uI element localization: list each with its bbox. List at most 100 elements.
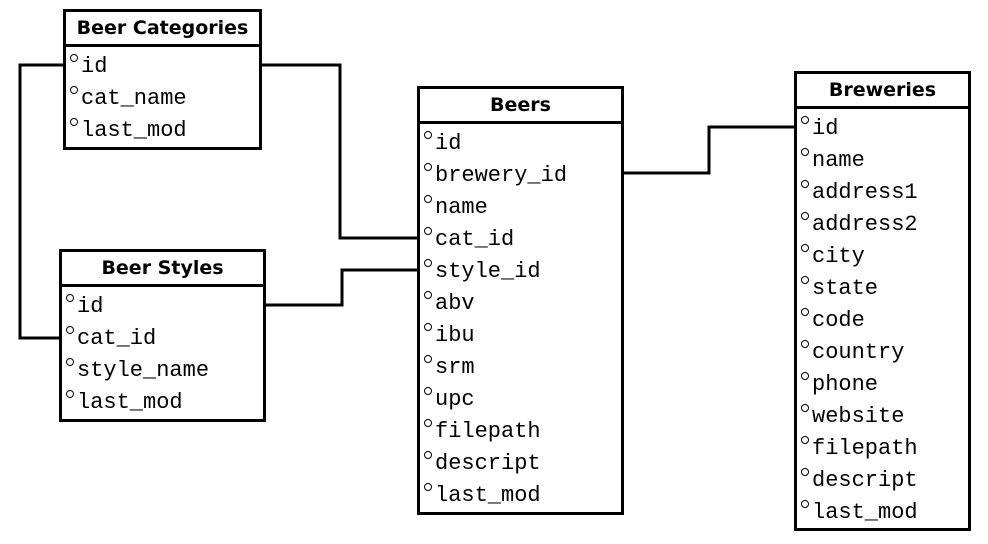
field-bullet-icon	[801, 436, 809, 444]
field-name: srm	[435, 355, 475, 380]
field-bullet-icon	[424, 387, 432, 395]
field-name: website	[812, 404, 905, 429]
field-bullet-icon	[801, 212, 809, 220]
field-name: address2	[812, 212, 918, 237]
field-row: last_mod	[66, 115, 259, 147]
field-name: style_name	[77, 358, 210, 383]
field-row: phone	[797, 369, 968, 401]
field-bullet-icon	[801, 468, 809, 476]
field-row: name	[797, 145, 968, 177]
field-bullet-icon	[801, 180, 809, 188]
field-bullet-icon	[424, 259, 432, 267]
field-bullet-icon	[66, 326, 74, 334]
field-bullet-icon	[801, 500, 809, 508]
field-name: style_id	[435, 259, 541, 284]
field-row: descript	[797, 465, 968, 497]
field-row: address1	[797, 177, 968, 209]
field-name: state	[812, 276, 879, 301]
field-name: last_mod	[435, 483, 541, 508]
field-bullet-icon	[801, 244, 809, 252]
field-row: style_id	[420, 256, 621, 288]
field-row: upc	[420, 384, 621, 416]
field-name: id	[812, 116, 839, 141]
field-row: id	[420, 128, 621, 160]
field-name: address1	[812, 180, 918, 205]
entity-title: Breweries	[797, 74, 968, 109]
field-row: cat_name	[66, 83, 259, 115]
field-bullet-icon	[801, 148, 809, 156]
field-list: id cat_id style_name last_mod	[62, 287, 263, 419]
field-row: address2	[797, 209, 968, 241]
field-row: code	[797, 305, 968, 337]
field-row: id	[62, 291, 263, 323]
field-list: id cat_name last_mod	[66, 47, 259, 147]
entity-title: Beers	[420, 89, 621, 124]
field-row: name	[420, 192, 621, 224]
field-row: descript	[420, 448, 621, 480]
field-name: cat_name	[81, 86, 187, 111]
entity-beer-styles: Beer Styles id cat_id style_name last_mod	[59, 249, 266, 422]
field-bullet-icon	[66, 390, 74, 398]
entity-title: Beer Styles	[62, 252, 263, 287]
relationship-categories-to-styles	[18, 63, 63, 340]
relationship-categories-to-beers	[262, 63, 417, 240]
field-row: last_mod	[797, 497, 968, 529]
field-name: descript	[812, 468, 918, 493]
field-row: abv	[420, 288, 621, 320]
field-row: id	[66, 51, 259, 83]
field-name: id	[81, 54, 108, 79]
field-name: last_mod	[81, 118, 187, 143]
field-row: ibu	[420, 320, 621, 352]
field-row: filepath	[420, 416, 621, 448]
field-name: last_mod	[812, 500, 918, 525]
field-name: abv	[435, 291, 475, 316]
relationship-beers-to-breweries	[624, 125, 794, 175]
field-row: filepath	[797, 433, 968, 465]
field-name: name	[812, 148, 865, 173]
entity-breweries: Breweries id name address1 address2 city stat…	[794, 71, 971, 531]
field-bullet-icon	[801, 276, 809, 284]
field-bullet-icon	[424, 483, 432, 491]
field-row: last_mod	[62, 387, 263, 419]
field-row: cat_id	[62, 323, 263, 355]
field-bullet-icon	[424, 227, 432, 235]
field-bullet-icon	[66, 294, 74, 302]
field-bullet-icon	[424, 163, 432, 171]
field-name: ibu	[435, 323, 475, 348]
field-bullet-icon	[424, 451, 432, 459]
field-name: upc	[435, 387, 475, 412]
field-bullet-icon	[424, 355, 432, 363]
field-bullet-icon	[801, 116, 809, 124]
field-row: brewery_id	[420, 160, 621, 192]
field-bullet-icon	[70, 54, 78, 62]
field-bullet-icon	[70, 118, 78, 126]
field-bullet-icon	[424, 195, 432, 203]
entity-title: Beer Categories	[66, 12, 259, 47]
field-bullet-icon	[424, 291, 432, 299]
field-name: filepath	[435, 419, 541, 444]
field-bullet-icon	[424, 323, 432, 331]
relationship-styles-to-beers	[266, 268, 417, 307]
field-name: phone	[812, 372, 879, 397]
field-name: brewery_id	[435, 163, 568, 188]
field-name: id	[435, 131, 462, 156]
field-row: city	[797, 241, 968, 273]
field-bullet-icon	[801, 404, 809, 412]
field-row: state	[797, 273, 968, 305]
field-row: website	[797, 401, 968, 433]
field-name: cat_id	[435, 227, 515, 252]
field-name: cat_id	[77, 326, 157, 351]
field-name: name	[435, 195, 488, 220]
field-bullet-icon	[801, 308, 809, 316]
field-name: city	[812, 244, 865, 269]
field-bullet-icon	[66, 358, 74, 366]
field-row: srm	[420, 352, 621, 384]
field-bullet-icon	[424, 419, 432, 427]
field-row: country	[797, 337, 968, 369]
field-row: id	[797, 113, 968, 145]
field-row: last_mod	[420, 480, 621, 512]
